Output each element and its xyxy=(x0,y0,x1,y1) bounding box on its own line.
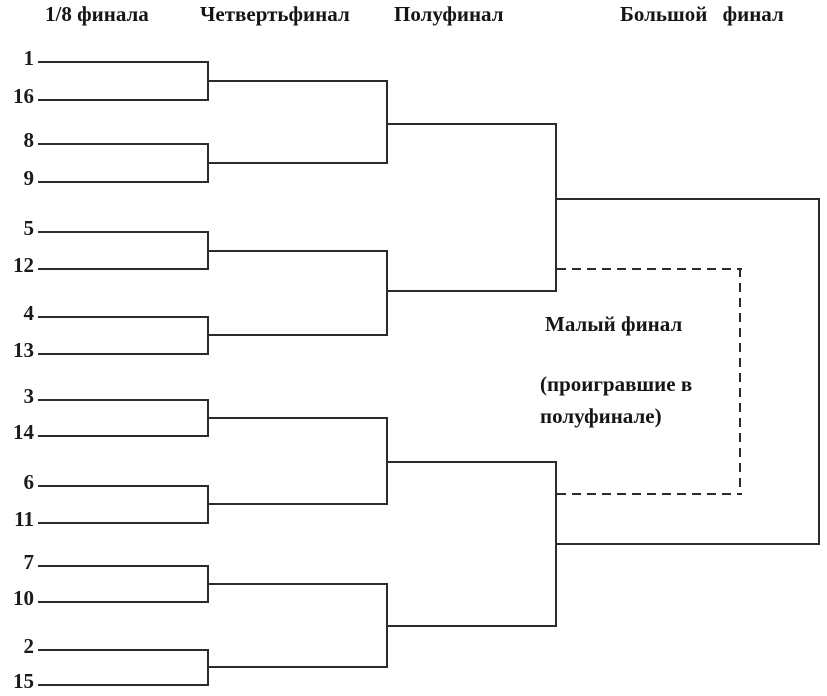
r1-line xyxy=(38,181,209,183)
final-connector xyxy=(818,198,820,545)
seed-label: 11 xyxy=(14,507,34,531)
qf-line xyxy=(207,503,388,505)
r1-line xyxy=(38,522,209,524)
seed-label: 10 xyxy=(13,586,34,610)
qf-line xyxy=(207,80,388,82)
qf-line xyxy=(207,334,388,336)
r1-line xyxy=(38,316,209,318)
small-final-dashed-connector xyxy=(739,268,741,495)
round-label-eighth-final: 1/8 финала xyxy=(45,2,149,26)
seed-label: 14 xyxy=(13,420,34,444)
small-final-note-line2: полуфинале) xyxy=(540,404,662,428)
sf-connector xyxy=(555,123,557,292)
qf-connector xyxy=(386,80,388,164)
qf-connector xyxy=(386,250,388,336)
r1-line xyxy=(38,399,209,401)
r1-line xyxy=(38,649,209,651)
round-label-grand-final: Большой финал xyxy=(620,2,784,26)
small-final-title: Малый финал xyxy=(545,312,683,336)
qf-line xyxy=(207,417,388,419)
r1-line xyxy=(38,268,209,270)
qf-line xyxy=(207,583,388,585)
seed-label: 4 xyxy=(23,301,35,325)
seed-label: 16 xyxy=(13,84,34,108)
sf-line xyxy=(386,625,557,627)
r1-line xyxy=(38,143,209,145)
r1-line xyxy=(38,61,209,63)
r1-line xyxy=(38,601,209,603)
qf-line xyxy=(207,666,388,668)
seed-label: 13 xyxy=(13,338,34,362)
seed-label: 3 xyxy=(23,384,35,408)
seed-label: 9 xyxy=(23,166,35,190)
r1-line xyxy=(38,435,209,437)
qf-line xyxy=(207,162,388,164)
small-final-note-line1: (проигравшие в xyxy=(540,372,693,396)
final-line xyxy=(555,198,820,200)
final-line xyxy=(555,543,820,545)
r1-line xyxy=(38,353,209,355)
small-final-dashed-line xyxy=(557,493,742,495)
sf-line xyxy=(386,123,557,125)
round-label-semifinal: Полуфинал xyxy=(394,2,504,26)
r1-line xyxy=(38,565,209,567)
seed-label: 7 xyxy=(23,550,35,574)
round-label-quarterfinal: Четвертьфинал xyxy=(200,2,350,26)
sf-line xyxy=(386,461,557,463)
seed-label: 1 xyxy=(23,46,35,70)
sf-line xyxy=(386,290,557,292)
small-final-dashed-line xyxy=(557,268,742,270)
r1-line xyxy=(38,684,209,686)
seed-label: 2 xyxy=(23,634,35,658)
seed-label: 12 xyxy=(13,253,34,277)
r1-line xyxy=(38,99,209,101)
qf-line xyxy=(207,250,388,252)
seed-label: 5 xyxy=(23,216,35,240)
seed-label: 6 xyxy=(23,470,35,494)
seed-label: 8 xyxy=(23,128,35,152)
r1-line xyxy=(38,485,209,487)
seed-label: 15 xyxy=(13,669,34,693)
r1-line xyxy=(38,231,209,233)
